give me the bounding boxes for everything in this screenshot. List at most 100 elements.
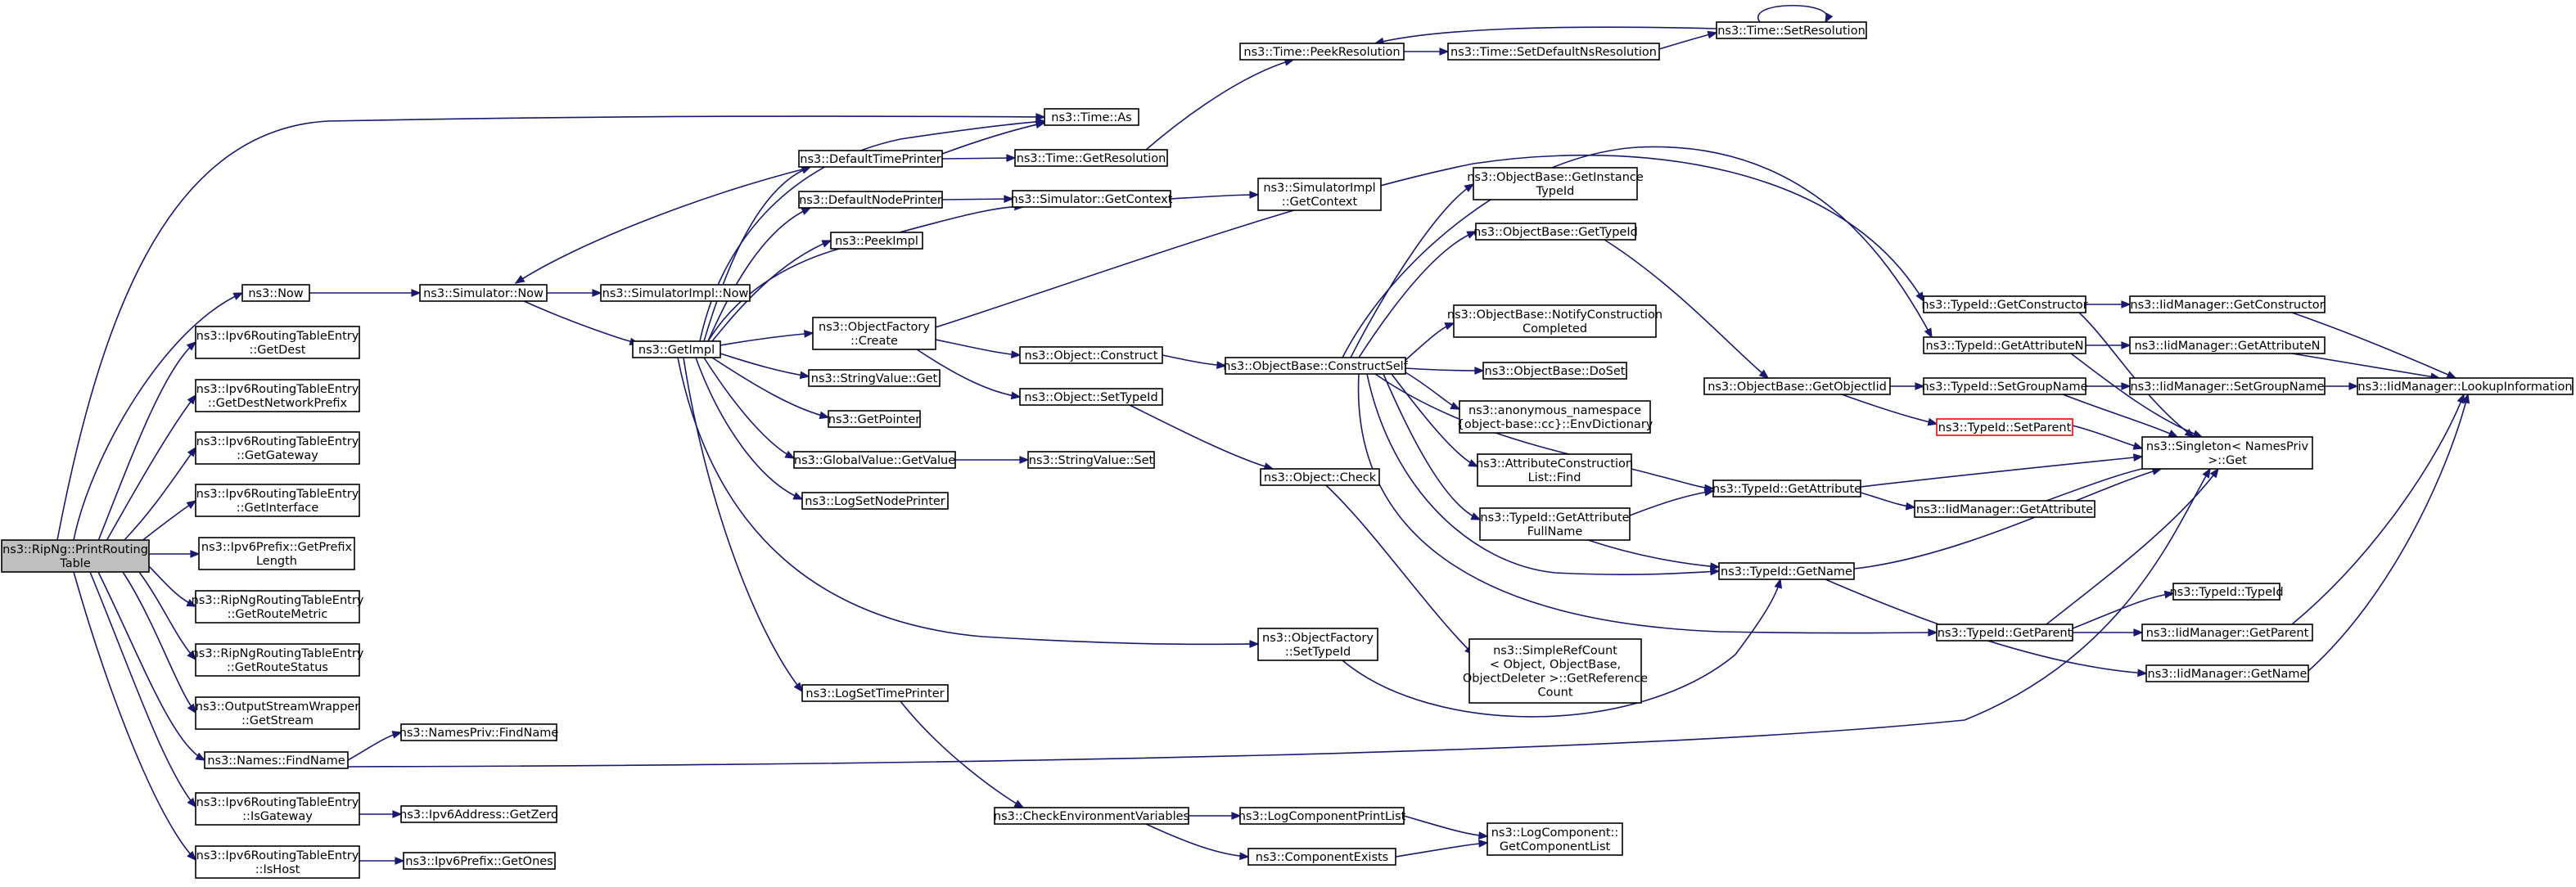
node-box bbox=[1479, 507, 1631, 541]
graph-node-dtp[interactable]: ns3::DefaultTimePrinter bbox=[798, 150, 943, 168]
arrowhead bbox=[2461, 393, 2470, 404]
graph-node-svset[interactable]: ns3::StringValue::Set bbox=[1027, 451, 1155, 469]
graph-node-objconstruct[interactable]: ns3::Object::Construct bbox=[1019, 346, 1163, 364]
graph-node-iidgetattrn[interactable]: ns3::IidManager::GetAttributeN bbox=[2129, 336, 2326, 354]
graph-node-srccount[interactable]: ns3::SimpleRefCount< Object, ObjectBase,… bbox=[1463, 638, 1648, 704]
graph-node-getones[interactable]: ns3::Ipv6Prefix::GetOnes bbox=[403, 852, 556, 870]
node-box bbox=[1475, 223, 1636, 241]
graph-node-getptr[interactable]: ns3::GetPointer bbox=[828, 410, 921, 428]
graph-node-ishost[interactable]: ns3::Ipv6RoutingTableEntry::IsHost bbox=[195, 845, 360, 879]
arrowhead bbox=[1010, 391, 1022, 400]
graph-node-gw[interactable]: ns3::Ipv6RoutingTableEntry::GetGateway bbox=[195, 431, 360, 465]
graph-node-simnow[interactable]: ns3::Simulator::Now bbox=[419, 284, 548, 302]
graph-node-setdefns[interactable]: ns3::Time::SetDefaultNsResolution bbox=[1447, 43, 1660, 61]
node-label: < Object, ObjectBase, bbox=[1490, 659, 1621, 672]
graph-node-lcpl[interactable]: ns3::LogComponentPrintList bbox=[1238, 807, 1406, 825]
graph-node-tidsetgroup[interactable]: ns3::TypeId::SetGroupName bbox=[1921, 377, 2088, 395]
edge-line bbox=[1405, 322, 1455, 361]
graph-node-lstp[interactable]: ns3::LogSetTimePrinter bbox=[801, 684, 949, 702]
graph-node-compexists[interactable]: ns3::ComponentExists bbox=[1247, 848, 1396, 866]
graph-node-getimpl[interactable]: ns3::GetImpl bbox=[632, 340, 721, 358]
graph-node-lcgetlist[interactable]: ns3::LogComponent::GetComponentList bbox=[1487, 822, 1623, 856]
graph-node-iface[interactable]: ns3::Ipv6RoutingTableEntry::GetInterface bbox=[195, 484, 360, 517]
graph-node-tidgetattr[interactable]: ns3::TypeId::GetAttribute bbox=[1712, 480, 1861, 498]
call-edge-obgetoid-to-tidsetparent bbox=[1841, 394, 1938, 426]
graph-node-destnp[interactable]: ns3::Ipv6RoutingTableEntry::GetDestNetwo… bbox=[195, 379, 360, 412]
node-label: ns3::Ipv6RoutingTableEntry bbox=[196, 796, 359, 809]
graph-node-status[interactable]: ns3::RipNgRoutingTableEntry::GetRouteSta… bbox=[192, 643, 364, 677]
graph-node-simimplnow[interactable]: ns3::SimulatorImpl::Now bbox=[600, 284, 751, 302]
graph-node-tidgetparent[interactable]: ns3::TypeId::GetParent bbox=[1936, 624, 2073, 642]
node-label: ns3::Ipv6RoutingTableEntry bbox=[196, 488, 359, 501]
graph-node-ofcreate[interactable]: ns3::ObjectFactory::Create bbox=[812, 317, 936, 350]
graph-node-metric[interactable]: ns3::RipNgRoutingTableEntry::GetRouteMet… bbox=[192, 590, 364, 624]
graph-node-dest[interactable]: ns3::Ipv6RoutingTableEntry::GetDest bbox=[195, 326, 360, 359]
node-label: ns3::TypeId::TypeId bbox=[2169, 586, 2283, 599]
graph-node-svget[interactable]: ns3::StringValue::Get bbox=[808, 369, 941, 387]
node-label: ::GetStream bbox=[241, 714, 314, 727]
graph-node-timegetres[interactable]: ns3::Time::GetResolution bbox=[1014, 149, 1168, 167]
arrowhead bbox=[411, 289, 422, 297]
graph-node-now[interactable]: ns3::Now bbox=[241, 284, 310, 302]
graph-node-objcheck[interactable]: ns3::Object::Check bbox=[1260, 468, 1380, 486]
graph-node-iidlookup[interactable]: ns3::IidManager::LookupInformation bbox=[2357, 377, 2574, 395]
graph-node-setres[interactable]: ns3::Time::SetResolution bbox=[1716, 21, 1867, 39]
arrowhead bbox=[2132, 453, 2144, 462]
graph-node-obgetoid[interactable]: ns3::ObjectBase::GetObjectIid bbox=[1703, 377, 1891, 395]
node-label: ::GetInterface bbox=[237, 502, 319, 515]
arrowhead bbox=[2121, 341, 2132, 349]
graph-node-npfind[interactable]: ns3::NamesPriv::FindName bbox=[399, 723, 559, 741]
graph-node-peekimpl[interactable]: ns3::PeekImpl bbox=[830, 232, 923, 250]
edge-line bbox=[703, 357, 795, 459]
node-box bbox=[2141, 624, 2313, 642]
graph-node-gvget[interactable]: ns3::GlobalValue::GetValue bbox=[793, 451, 956, 469]
node-box bbox=[1914, 500, 2096, 518]
graph-node-iidsetgroup[interactable]: ns3::IidManager::SetGroupName bbox=[2129, 377, 2326, 395]
graph-node-simgetctx[interactable]: ns3::Simulator::GetContext bbox=[1011, 190, 1173, 208]
call-edge-ofcreate-to-tidgetctor bbox=[935, 154, 1924, 328]
graph-node-tidgetattrn[interactable]: ns3::TypeId::GetAttributeN bbox=[1923, 336, 2087, 354]
graph-node-iidgetctor[interactable]: ns3::IidManager::GetConstructor bbox=[2129, 295, 2326, 313]
node-label: ::GetRouteMetric bbox=[228, 608, 328, 621]
graph-node-tidsetparent[interactable]: ns3::TypeId::SetParent bbox=[1936, 418, 2073, 436]
graph-node-timeas[interactable]: ns3::Time::As bbox=[1044, 108, 1139, 126]
call-edge-tidgetparent-to-iidgetparent bbox=[2073, 628, 2144, 637]
graph-node-objsettid[interactable]: ns3::Object::SetTypeId bbox=[1019, 388, 1163, 406]
call-edge-getimpl-to-dnp bbox=[707, 207, 812, 342]
graph-node-singleton[interactable]: ns3::Singleton< NamesPriv>::Get bbox=[2141, 436, 2313, 470]
graph-node-iidgetname[interactable]: ns3::IidManager::GetName bbox=[2145, 664, 2309, 682]
graph-node-peekres[interactable]: ns3::Time::PeekResolution bbox=[1239, 43, 1405, 61]
call-edge-obconstructself-to-obnotify bbox=[1405, 322, 1455, 361]
graph-node-osw[interactable]: ns3::OutputStreamWrapper::GetStream bbox=[195, 696, 360, 730]
graph-node-getzero[interactable]: ns3::Ipv6Address::GetZero bbox=[399, 805, 558, 823]
edge-line bbox=[1366, 373, 1720, 575]
graph-node-obnotify[interactable]: ns3::ObjectBase::NotifyConstructionCompl… bbox=[1447, 304, 1662, 338]
graph-node-iidgetparent[interactable]: ns3::IidManager::GetParent bbox=[2141, 624, 2313, 642]
graph-node-obgettid[interactable]: ns3::ObjectBase::GetTypeId bbox=[1473, 223, 1638, 241]
edge-line bbox=[1405, 367, 1484, 371]
graph-node-isgw[interactable]: ns3::Ipv6RoutingTableEntry::IsGateway bbox=[195, 792, 360, 826]
node-box bbox=[195, 696, 360, 730]
graph-node-tidgetctor[interactable]: ns3::TypeId::GetConstructor bbox=[1921, 295, 2088, 313]
graph-node-findname[interactable]: ns3::Names::FindName bbox=[204, 751, 349, 769]
node-box bbox=[1936, 624, 2073, 642]
graph-node-obdoset[interactable]: ns3::ObjectBase::DoSet bbox=[1482, 362, 1627, 380]
arrowhead bbox=[592, 289, 602, 297]
graph-node-checkenv[interactable]: ns3::CheckEnvironmentVariables bbox=[994, 807, 1189, 825]
graph-node-tidgetname[interactable]: ns3::TypeId::GetName bbox=[1718, 562, 1855, 580]
graph-node-anon[interactable]: ns3::anonymous_namespace{object-base::cc… bbox=[1457, 400, 1653, 434]
edge-line bbox=[2072, 592, 2174, 629]
graph-node-iidgetattr[interactable]: ns3::IidManager::GetAttribute bbox=[1914, 500, 2096, 518]
node-box bbox=[2129, 377, 2326, 395]
graph-node-dnp[interactable]: ns3::DefaultNodePrinter bbox=[798, 191, 943, 209]
graph-node-obconstructself[interactable]: ns3::ObjectBase::ConstructSelf bbox=[1223, 357, 1409, 375]
graph-node-ofsettid[interactable]: ns3::ObjectFactory::SetTypeId bbox=[1257, 628, 1378, 661]
graph-node-lsnp[interactable]: ns3::LogSetNodePrinter bbox=[801, 492, 949, 510]
graph-node-tidtid[interactable]: ns3::TypeId::TypeId bbox=[2169, 583, 2284, 601]
graph-node-simimplctx[interactable]: ns3::SimulatorImpl::GetContext bbox=[1257, 178, 1382, 211]
